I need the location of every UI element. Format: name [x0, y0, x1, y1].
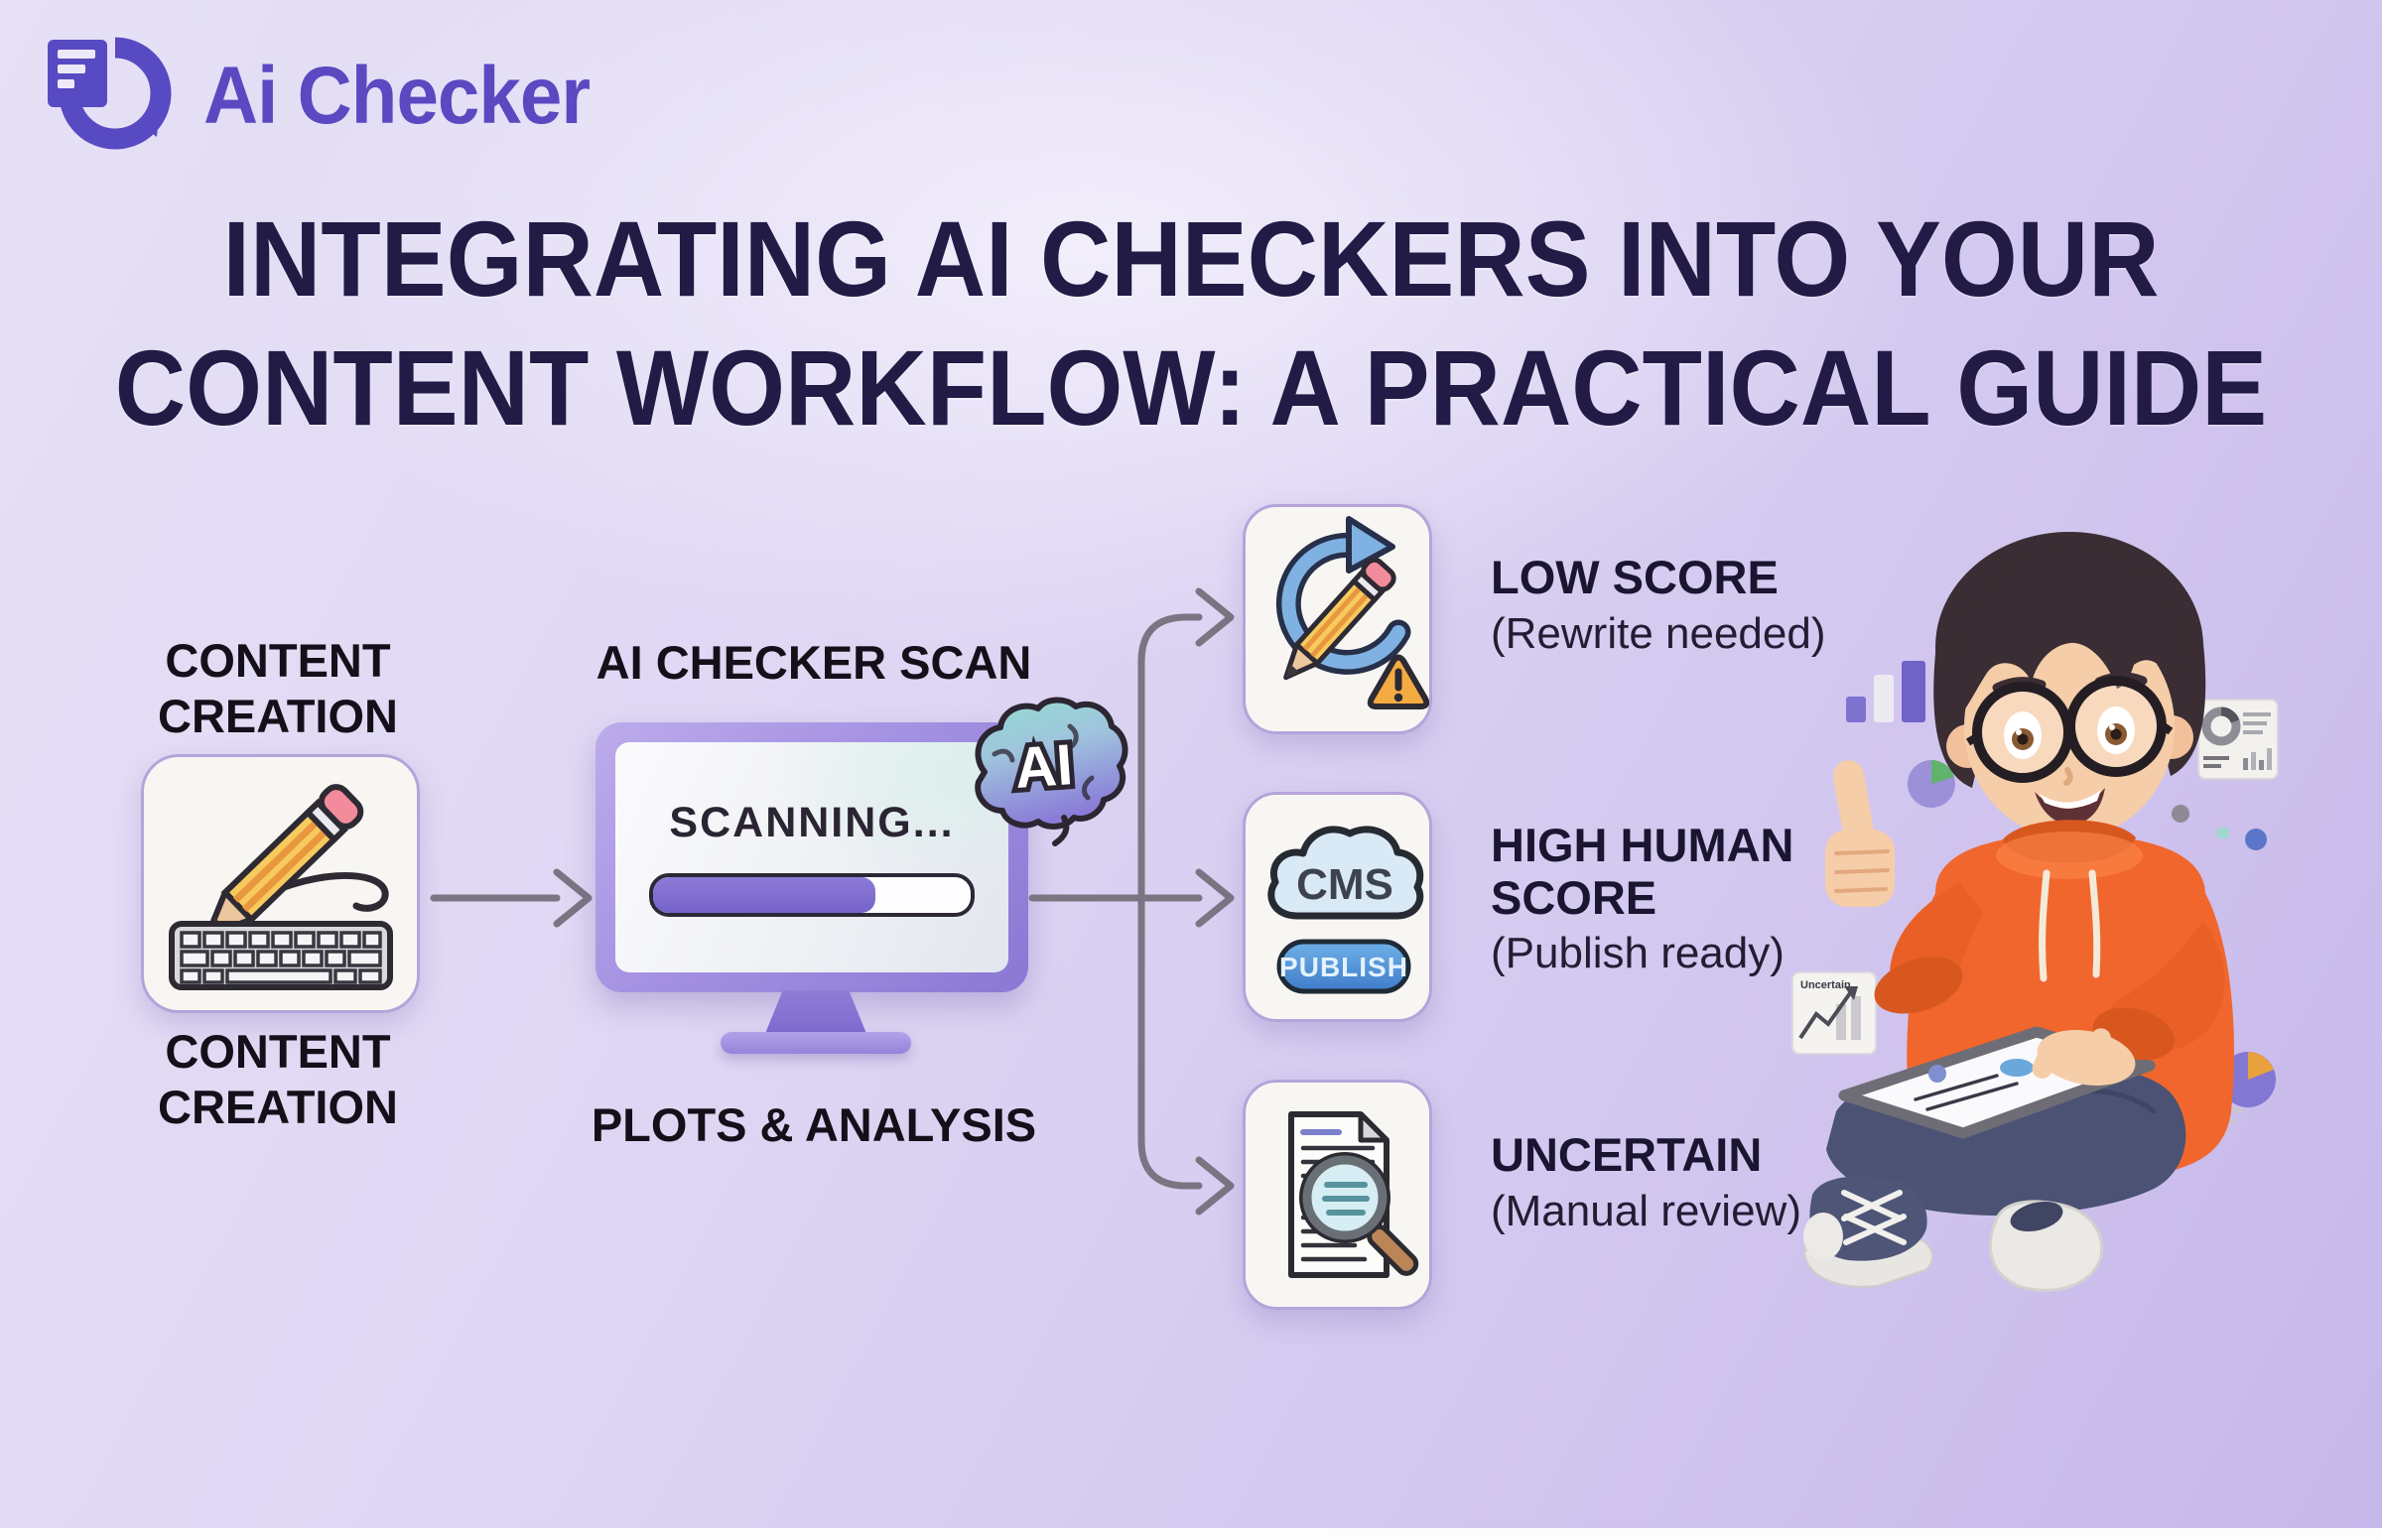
document-magnifier-icon: [1288, 1111, 1419, 1278]
monitor-stand-base: [721, 1032, 911, 1054]
outcome-high-human-text: HIGH HUMAN SCORE (Publish ready): [1491, 819, 1918, 978]
page-title: INTEGRATING AI CHECKERS INTO YOUR CONTEN…: [101, 194, 2281, 451]
scanning-status: SCANNING...: [669, 798, 955, 846]
outcome-uncertain-text: UNCERTAIN (Manual review): [1491, 1128, 1927, 1235]
outcome-low-score-card: [1243, 504, 1432, 734]
publish-button-text: PUBLISH: [1279, 952, 1408, 982]
thumbs-up-hand: [1825, 760, 1895, 907]
monitor-screen: SCANNING...: [615, 742, 1008, 972]
ai-badge-text: AI: [1012, 732, 1074, 801]
floating-bar-chart-icon: [1846, 661, 1925, 722]
floating-dot-gray: [2172, 805, 2189, 823]
floating-trend-card-icon: Uncertain: [1791, 971, 1877, 1055]
arrow-content-to-scan: [430, 868, 593, 928]
content-creation-label-bottom: CONTENT CREATION: [158, 1025, 398, 1134]
floating-report-card-icon: [2197, 699, 2279, 780]
monitor-stand-neck: [764, 990, 867, 1036]
hand-right: [2032, 1028, 2136, 1086]
report-scan-ring-icon: [48, 37, 172, 150]
boy-character: [1802, 532, 2234, 1292]
outcome-label: UNCERTAIN: [1491, 1128, 1763, 1181]
outcome-sublabel: (Manual review): [1491, 1186, 1801, 1235]
drawstring-right: [2088, 869, 2101, 978]
sneaker-navy: [1802, 1176, 1933, 1288]
outcome-high-human-card: CMS PUBLISH: [1243, 792, 1432, 1022]
branch-connectors: [1028, 587, 1235, 1216]
floating-pie-chart-orange-icon: [2220, 1052, 2276, 1107]
outcome-label: LOW SCORE: [1491, 551, 1779, 603]
mouth: [2035, 788, 2105, 826]
eye-left: [2004, 711, 2042, 759]
floating-square-teal: [2217, 828, 2228, 838]
eyebrow-left: [1992, 677, 2047, 693]
scan-progress-bar: [649, 872, 975, 917]
boy-character-illustration: Uncertain: [1791, 532, 2279, 1292]
pencil-keyboard-icon: [169, 784, 393, 990]
nose: [2063, 767, 2073, 786]
page-title-line1: INTEGRATING AI CHECKERS INTO YOUR: [222, 198, 2160, 319]
scan-title: AI CHECKER SCAN: [596, 636, 1032, 689]
content-creation-label-top: CONTENT CREATION: [158, 634, 398, 743]
eye-right: [2097, 706, 2135, 754]
cuff-left: [1874, 957, 1963, 1014]
content-creation-card: [141, 754, 420, 1013]
laces: [1841, 1190, 1907, 1245]
scan-subtitle: PLOTS & ANALYSIS: [591, 1098, 1037, 1151]
floating-dot-blue: [2245, 829, 2267, 850]
rewrite-cycle-pencil-warning-icon: [1275, 516, 1430, 709]
outcome-uncertain-card: [1243, 1080, 1432, 1310]
cms-text: CMS: [1296, 860, 1393, 909]
sneaker-white: [1988, 1200, 2104, 1292]
outcome-sublabel: (Rewrite needed): [1491, 608, 1826, 658]
monitor: SCANNING...: [596, 722, 1028, 992]
ai-brain-icon: AI: [975, 697, 1128, 846]
outcome-low-score-text: LOW SCORE (Rewrite needed): [1491, 551, 1927, 658]
bottom-edge-strip: [0, 1528, 2382, 1540]
cms-cloud-publish-icon: CMS PUBLISH: [1267, 826, 1424, 994]
hair-fringe: [1946, 548, 2192, 719]
floating-pie-chart-icon: [1908, 760, 1955, 808]
drawstring-left: [2039, 869, 2051, 982]
page-title-line2: CONTENT WORKFLOW: A PRACTICAL GUIDE: [114, 326, 2268, 448]
trend-card-label: Uncertain: [1800, 979, 1851, 991]
scan-progress-fill: [653, 876, 875, 913]
outcome-sublabel: (Publish ready): [1491, 929, 1785, 978]
logo-wordmark: Ai Checker: [203, 51, 591, 141]
outcome-label: HIGH HUMAN SCORE: [1491, 819, 1794, 924]
